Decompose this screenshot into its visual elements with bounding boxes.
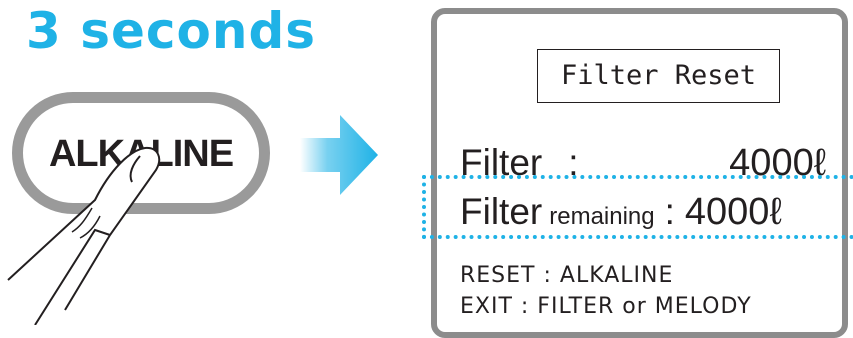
exit-instruction: EXIT : FILTER or MELODY: [460, 294, 752, 319]
filter-remaining-row: Filter remaining : 4000ℓ: [460, 191, 826, 234]
pointing-hand-icon: [7, 146, 161, 325]
alkaline-button[interactable]: ALKALINE: [12, 92, 270, 214]
filter-remaining-sub: remaining: [549, 203, 655, 230]
filter-remaining-label: Filter: [460, 191, 543, 232]
panel-title: Filter Reset: [537, 49, 780, 103]
highlight-dotted-box: [422, 175, 853, 239]
right-arrow-icon: [300, 115, 378, 195]
display-panel: Filter Reset Filter : 4000ℓ Filter remai…: [431, 8, 848, 338]
duration-caption: 3 seconds: [26, 2, 317, 60]
filter-remaining-colon: :: [664, 191, 675, 232]
reset-instruction: RESET : ALKALINE: [460, 263, 674, 288]
filter-remaining-value: 4000ℓ: [684, 191, 782, 233]
filter-colon: :: [568, 142, 579, 183]
